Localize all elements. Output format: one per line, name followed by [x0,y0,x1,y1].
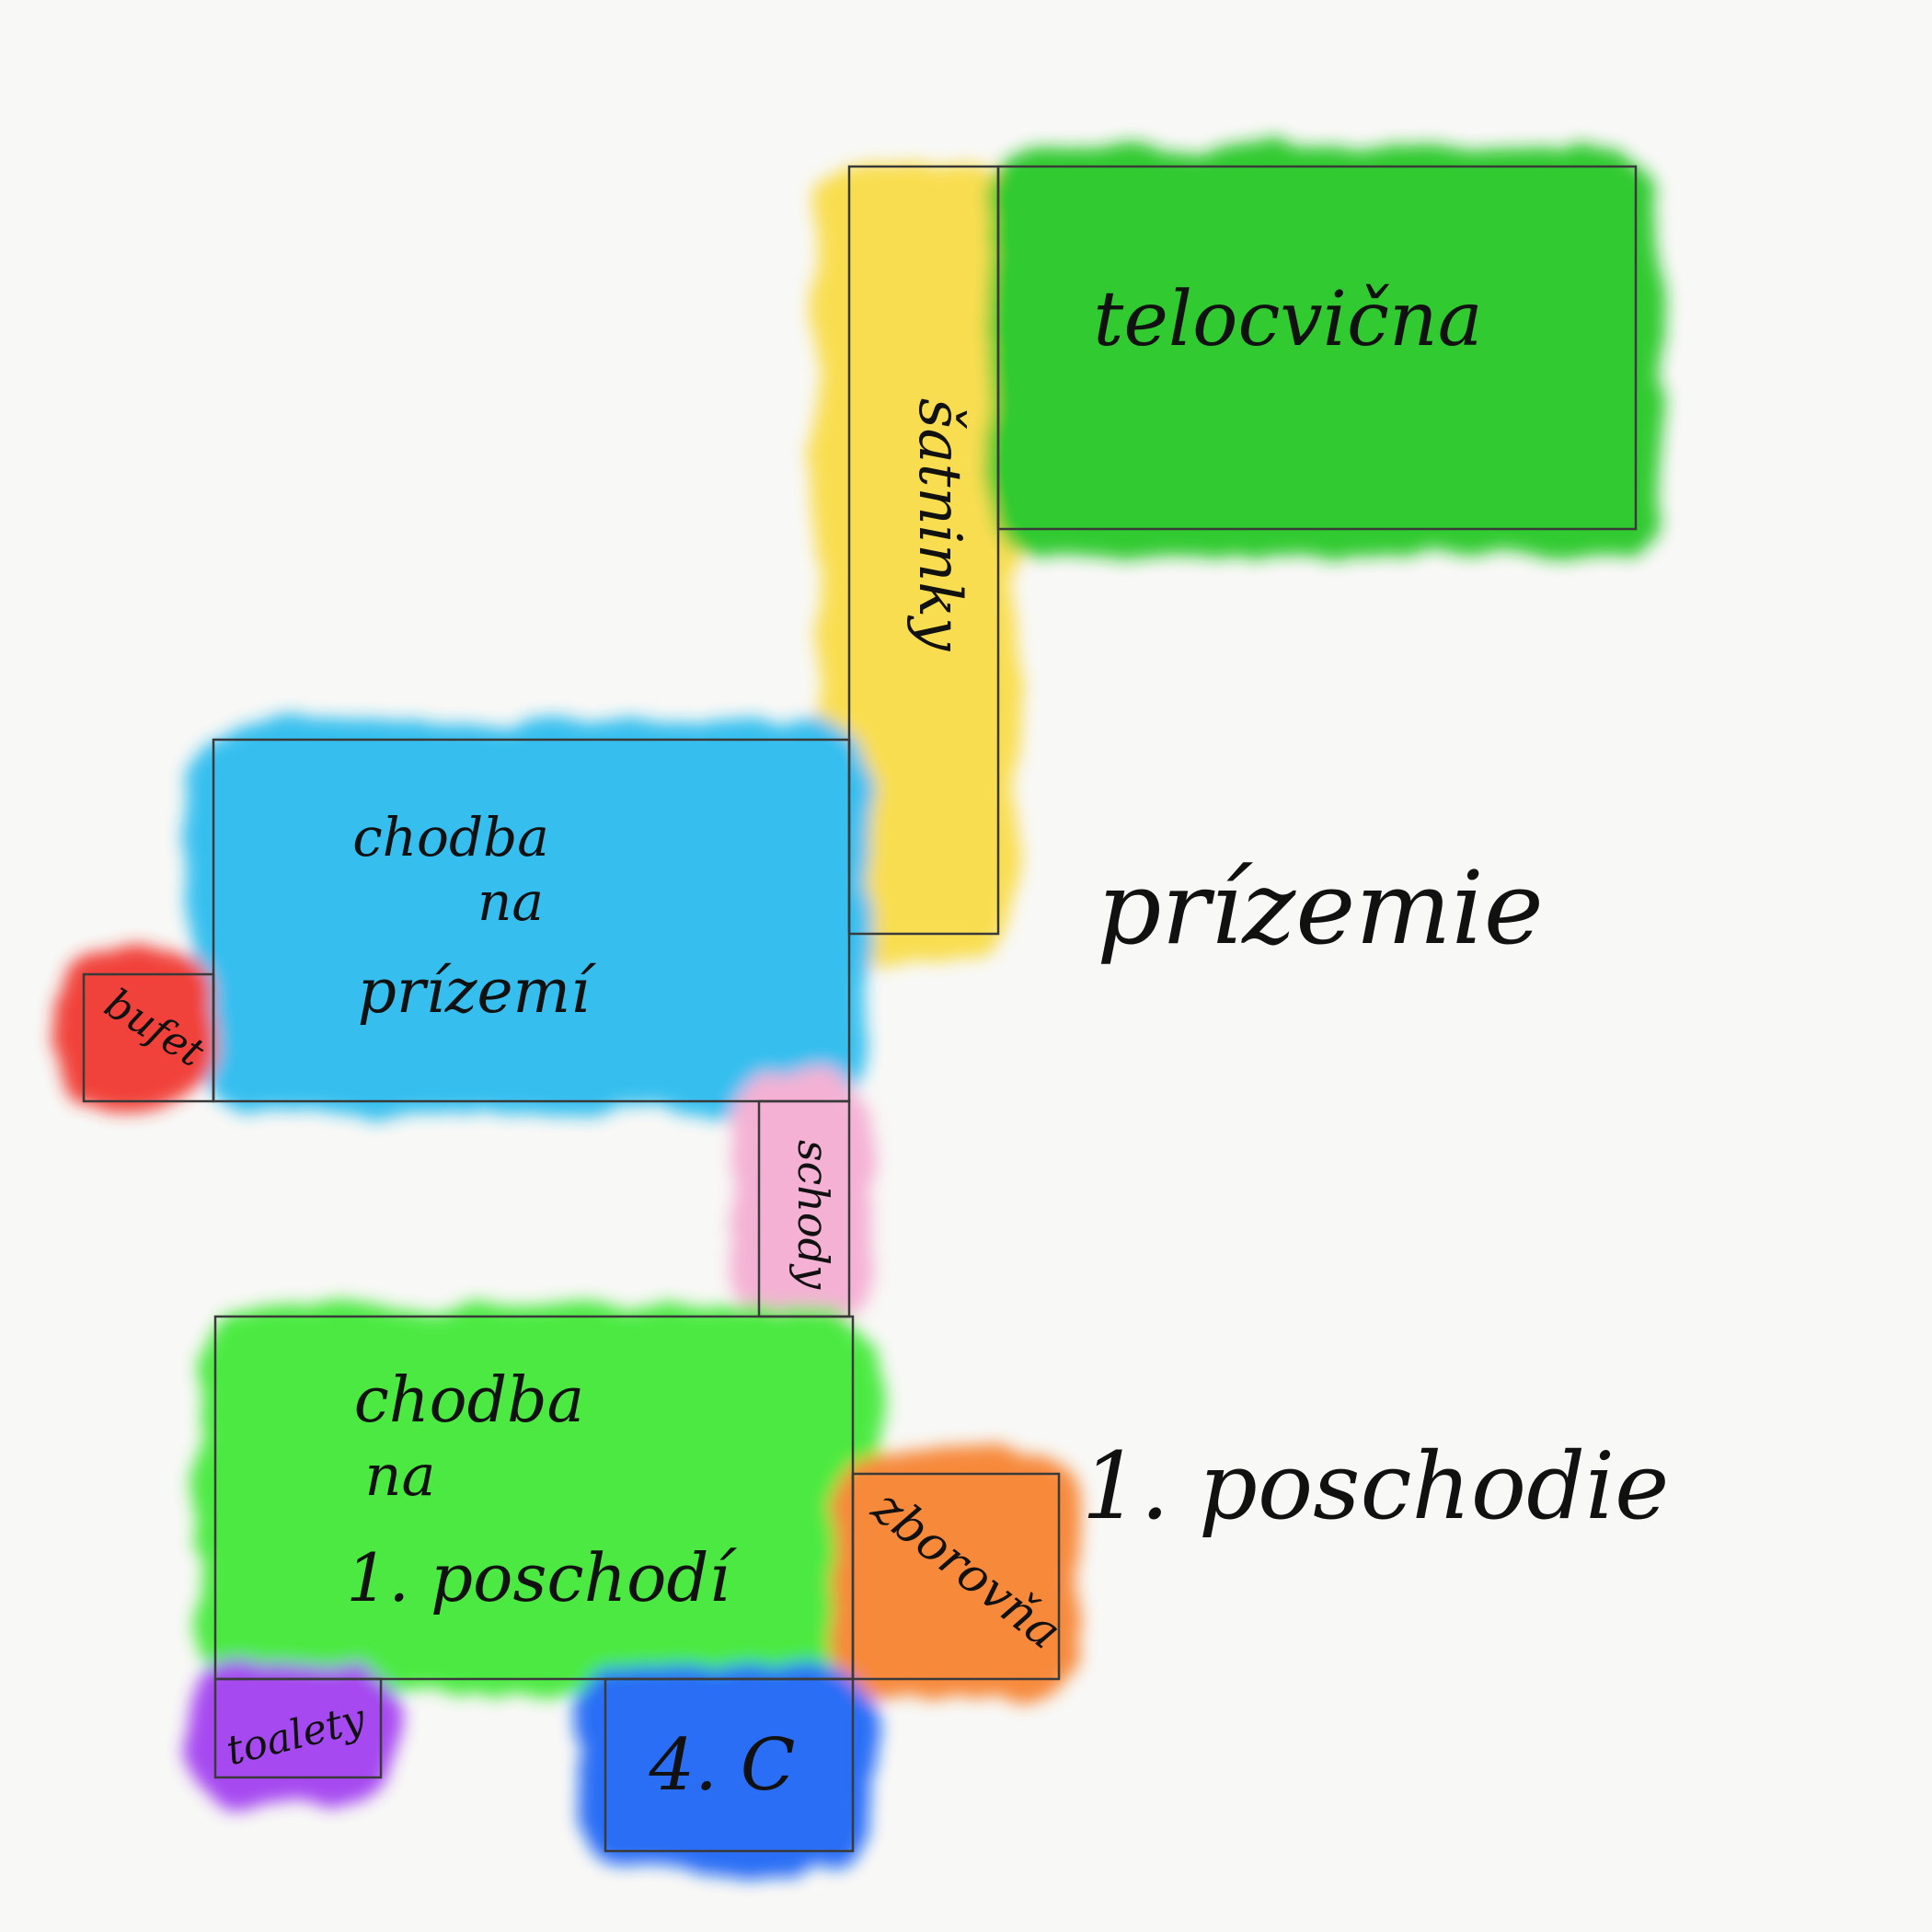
wash-toalety [184,1661,396,1808]
outline-bufet [82,972,215,1103]
wash-telocvicna [989,147,1661,557]
floor-label-first: 1. poschodie [1082,1432,1670,1540]
label-telocvicna: telocvična [1093,276,1482,363]
floor-labels: prízemie 1. poschodie [1082,849,1670,1540]
outline-chodba-prizemi [212,738,851,1103]
wash-bufet [51,948,216,1109]
label-chodba-prizemi-2: na [477,870,544,933]
room-outlines [82,165,1638,1853]
outline-toalety [213,1677,383,1779]
wash-4c [580,1665,874,1872]
label-chodba-prizemi-1: chodba [352,806,549,868]
label-schody: schody [788,1140,838,1290]
watercolor-layer [51,147,1661,1872]
label-chodba-poschodi-1: chodba [354,1364,584,1437]
floor-label-ground: prízemie [1097,849,1544,967]
wash-zborovna [833,1449,1081,1697]
wash-chodba-prizemi [189,722,869,1113]
outline-4c [604,1677,855,1853]
label-4c: 4. C [649,1724,796,1807]
wash-satninky [814,161,1017,957]
outline-satninky [847,165,1000,936]
label-chodba-poschodi-2: na [365,1442,436,1509]
label-chodba-prizemi-3: prízemí [358,956,597,1027]
wash-schody [731,1072,869,1325]
outline-zborovna [851,1472,1061,1681]
wash-chodba-poschodi [198,1306,879,1693]
label-satninky: šatninky [905,398,973,651]
label-chodba-poschodi-3: 1. poschodí [346,1539,737,1616]
